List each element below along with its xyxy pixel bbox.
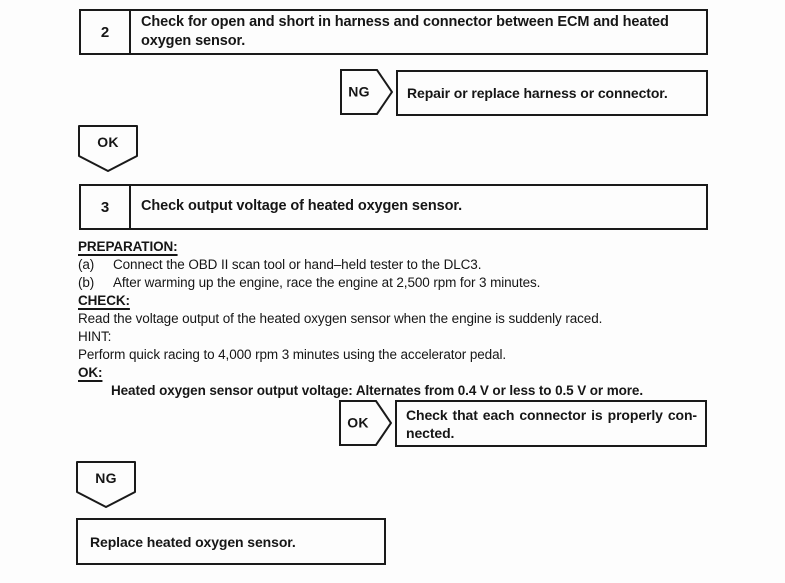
ok-spec-text: Heated oxygen sensor output voltage: Alt… xyxy=(111,383,643,398)
step2-number: 2 xyxy=(81,11,131,53)
prep-item-a-text: Connect the OBD II scan tool or hand–hel… xyxy=(113,257,482,272)
hint-heading: HINT: xyxy=(78,329,112,344)
step2-title: Check for open and short in harness and … xyxy=(131,11,706,53)
ok-continue-step2: OK xyxy=(78,125,138,172)
step3-procedure-details: PREPARATION: (a) Connect the OBD II scan… xyxy=(78,238,696,400)
ng-continue-step3: NG xyxy=(76,461,136,508)
repair-harness-action-text: Repair or replace harness or connector. xyxy=(407,85,668,101)
ng-continue-step3-label: NG xyxy=(95,470,117,486)
step2-title-text: Check for open and short in harness and … xyxy=(141,13,669,49)
ok-branch-step3-label: OK xyxy=(347,414,369,431)
pentagon-right-icon xyxy=(340,69,393,115)
replace-sensor-action-text: Replace heated oxygen sensor. xyxy=(90,533,296,550)
prep-item-b: (b) After warming up the engine, race th… xyxy=(78,274,696,292)
pentagon-down-icon xyxy=(76,461,136,508)
step3-title-text: Check output voltage of heated oxygen se… xyxy=(141,198,463,215)
step3-number: 3 xyxy=(81,186,131,228)
step2-box: 2 Check for open and short in harness an… xyxy=(79,9,708,55)
check-text: Read the voltage output of the heated ox… xyxy=(78,311,603,326)
step3-title: Check output voltage of heated oxygen se… xyxy=(131,186,706,228)
prep-item-a: (a) Connect the OBD II scan tool or hand… xyxy=(78,256,696,274)
prep-item-b-marker: (b) xyxy=(78,275,95,290)
prep-item-a-marker: (a) xyxy=(78,257,95,272)
replace-sensor-action-box: Replace heated oxygen sensor. xyxy=(76,518,386,565)
prep-item-b-text: After warming up the engine, race the en… xyxy=(113,275,541,290)
preparation-heading: PREPARATION: xyxy=(78,239,178,254)
hint-text: Perform quick racing to 4,000 rpm 3 minu… xyxy=(78,347,507,362)
ok-continue-step2-label: OK xyxy=(97,134,119,150)
check-heading: CHECK: xyxy=(78,293,130,308)
ok-heading: OK: xyxy=(78,365,103,380)
repair-harness-action-box: Repair or replace harness or connector. xyxy=(396,70,708,116)
ok-branch-step3: OK xyxy=(339,400,392,446)
check-connector-action-line1: Check that each connector is properly co… xyxy=(406,407,697,423)
pentagon-down-icon xyxy=(78,125,138,172)
check-connector-action-line2: nected. xyxy=(406,425,455,442)
check-connector-action-box: Check that each connector is properly co… xyxy=(395,400,707,447)
pentagon-right-icon xyxy=(339,400,392,446)
step3-box: 3 Check output voltage of heated oxygen … xyxy=(79,184,708,230)
ng-branch-step2: NG xyxy=(340,69,393,115)
ng-branch-step2-label: NG xyxy=(348,83,370,100)
